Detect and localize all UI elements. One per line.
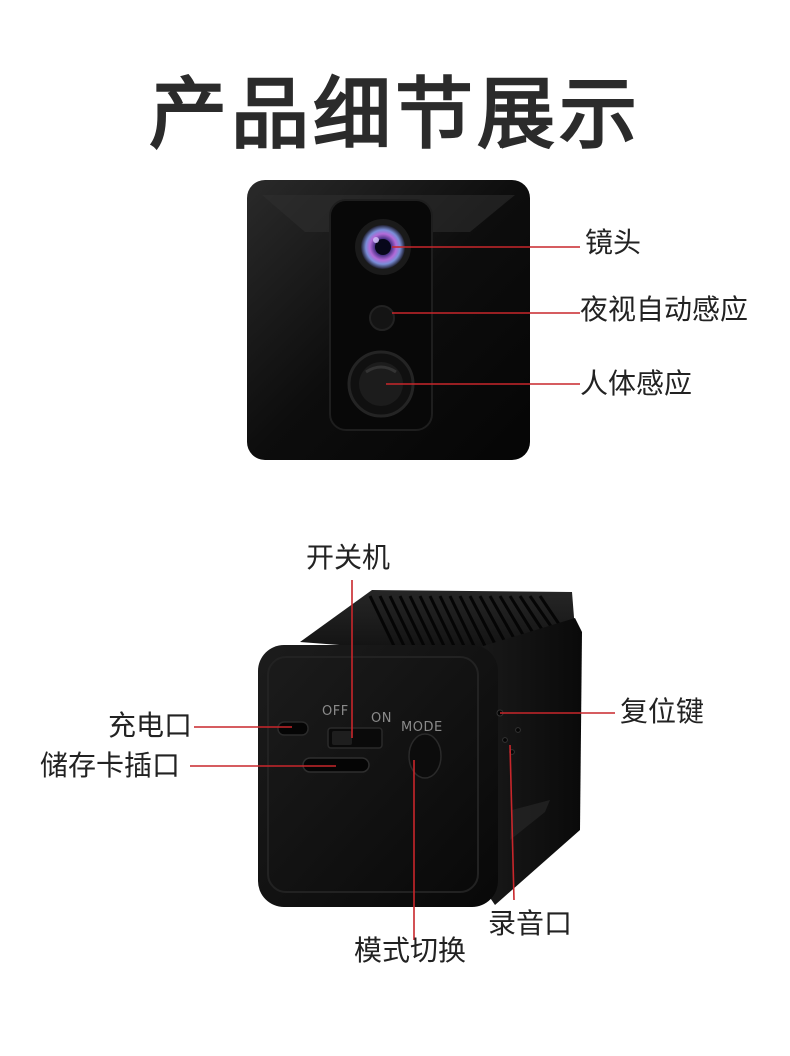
switch-on-label: ON [371, 711, 392, 726]
callout-power-switch: 开关机 [306, 541, 391, 574]
callout-microphone: 录音口 [488, 907, 573, 940]
switch-off-label: OFF [322, 704, 349, 719]
sd-card-slot [302, 757, 370, 773]
callout-night-vision: 夜视自动感应 [580, 293, 749, 326]
front-camera-view [247, 180, 530, 460]
callout-mode-switch: 模式切换 [354, 934, 467, 967]
pir-sensor-lens [359, 362, 403, 406]
callout-charging-port: 充电口 [108, 709, 193, 742]
back-camera-view [258, 590, 582, 907]
back-face [258, 645, 498, 907]
top-vent-slots [368, 595, 565, 649]
leader-microphone [509, 744, 515, 901]
callout-sd-slot: 储存卡插口 [40, 749, 181, 782]
charging-port [277, 721, 309, 736]
mode-label: MODE [401, 720, 443, 735]
night-vision-sensor [369, 305, 395, 331]
callout-lens: 镜头 [585, 226, 642, 259]
callout-pir: 人体感应 [580, 367, 693, 400]
mode-button [408, 733, 442, 779]
callout-reset-key: 复位键 [620, 695, 705, 728]
leader-lines [190, 246, 615, 940]
mic-hole [502, 737, 508, 743]
page-title: 产品细节展示 [148, 70, 641, 160]
